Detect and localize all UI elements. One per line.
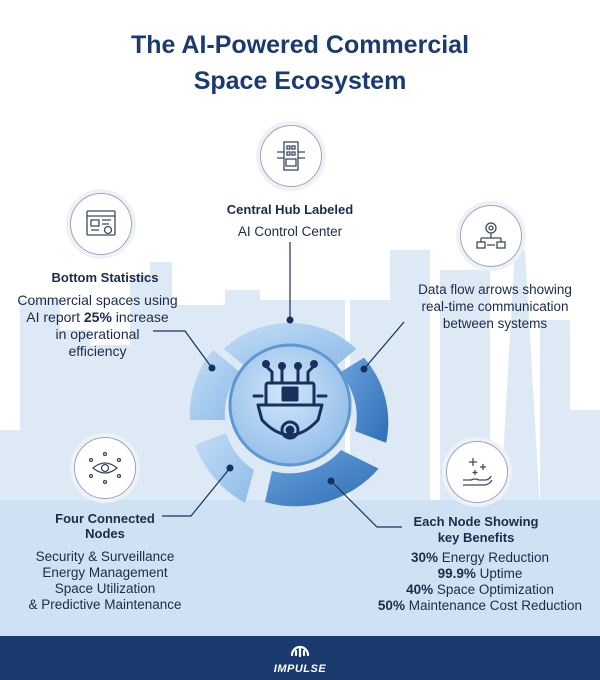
left-top-node-line-2: AI report 25% increase bbox=[26, 309, 169, 325]
left-bottom-node-heading-2: Nodes bbox=[85, 526, 125, 541]
right-bottom-node-heading-2: key Benefits bbox=[437, 530, 515, 545]
left-top-node-heading: Bottom Statistics bbox=[51, 270, 159, 285]
benefit-item: 30% Energy Reduction bbox=[410, 550, 550, 565]
node-list-item: & Predictive Maintenance bbox=[28, 597, 182, 612]
page-title-line-2: Space Ecosystem bbox=[193, 67, 407, 95]
left-top-node-line-4: efficiency bbox=[68, 343, 127, 359]
right-bottom-node-icon-circle bbox=[446, 441, 508, 503]
top-node-heading: Central Hub Labeled bbox=[226, 202, 354, 217]
impulse-logo-text: IMPULSE bbox=[273, 663, 327, 675]
right-top-node-icon-circle bbox=[460, 205, 522, 267]
left-top-node-line-1: Commercial spaces using bbox=[17, 292, 178, 308]
top-node-text: AI Control Center bbox=[237, 224, 343, 239]
node-list-item: Space Utilization bbox=[54, 581, 156, 596]
node-list-item: Energy Management bbox=[42, 565, 168, 580]
ai-building-icon bbox=[277, 141, 305, 171]
gear-network-icon bbox=[476, 222, 506, 249]
benefit-item: 50% Maintenance Cost Reduction bbox=[377, 598, 583, 613]
right-top-node-line-2: real-time communication bbox=[421, 299, 569, 314]
dashboard-icon bbox=[86, 210, 116, 236]
right-top-node-line-1: Data flow arrows showing bbox=[418, 282, 572, 297]
hand-plus-icon bbox=[463, 458, 493, 486]
right-top-node-line-3: between systems bbox=[442, 316, 548, 331]
node-list-item: Security & Surveillance bbox=[35, 549, 175, 564]
ai-surveillance-camera-icon bbox=[252, 360, 328, 440]
left-top-node-icon-circle bbox=[70, 193, 132, 255]
benefit-item: 40% Space Optimization bbox=[406, 582, 554, 597]
footer-bar: IMPULSE bbox=[0, 636, 600, 680]
ring-segment-right bbox=[339, 357, 389, 443]
connector-dots bbox=[208, 316, 368, 485]
ring-segment-bottom bbox=[265, 450, 379, 507]
impulse-logo-icon bbox=[290, 645, 310, 658]
top-node-icon-circle bbox=[260, 125, 322, 187]
connector-lines bbox=[153, 242, 405, 528]
eye-network-icon bbox=[88, 451, 122, 485]
page-title-line-1: The AI-Powered Commercial bbox=[130, 31, 470, 59]
left-bottom-node-icon-circle bbox=[74, 437, 136, 499]
ring-segment-left bbox=[189, 350, 240, 420]
ring-segment-lower-left bbox=[195, 433, 254, 503]
right-bottom-node-heading-1: Each Node Showing bbox=[413, 514, 539, 529]
benefit-item: 99.9% Uptime bbox=[437, 566, 523, 581]
left-top-node-line-3: in operational bbox=[55, 326, 140, 342]
left-bottom-node-heading-1: Four Connected bbox=[55, 511, 155, 526]
ground-band bbox=[0, 500, 600, 636]
